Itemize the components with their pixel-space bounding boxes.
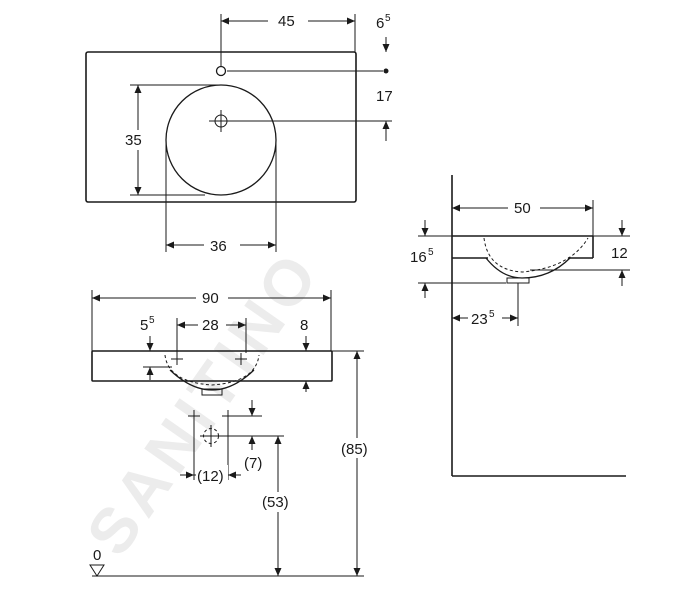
- basin-front-outline: [91, 350, 333, 382]
- side-view: 50 16 5 12 23 5: [410, 175, 630, 477]
- dim-8-label: 8: [300, 317, 308, 334]
- top-view: 45 6 5 17 35 36: [85, 10, 393, 255]
- bowl-side-curve: [485, 257, 571, 279]
- tap-hole-circle: [215, 65, 227, 77]
- front-view: 90 28 5 5 8 (12): [89, 288, 377, 577]
- dim-36-label: 36: [210, 238, 227, 255]
- watermark: SANITINO: [72, 237, 334, 568]
- bowl-front-curve: [169, 369, 255, 391]
- dim-35-label: 35: [125, 132, 142, 149]
- dim-5-label: 5: [140, 317, 148, 334]
- dim-50-label: 50: [514, 200, 531, 217]
- dim-7-label: (7): [244, 455, 262, 472]
- dim-12-side-label: 12: [611, 245, 628, 262]
- dim-23-label: 23: [471, 311, 488, 328]
- dim-6-label: 6: [376, 15, 384, 32]
- dim-85-label: (85): [341, 441, 368, 458]
- dim-16-label: 16: [410, 249, 427, 266]
- dim-6-sup: 5: [385, 13, 391, 24]
- dim-23-sup: 5: [489, 309, 495, 320]
- dim-90-label: 90: [202, 290, 219, 307]
- dim-45-label: 45: [278, 13, 295, 30]
- dim-16-sup: 5: [428, 247, 434, 258]
- floor-datum-label: 0: [93, 547, 101, 564]
- dim-5-sup: 5: [149, 315, 155, 326]
- dim-28-label: 28: [202, 317, 219, 334]
- datum-triangle: [89, 564, 105, 577]
- dim-53-label: (53): [262, 494, 289, 511]
- dim-12-label: (12): [197, 468, 224, 485]
- dim-17-label: 17: [376, 88, 393, 105]
- bowl-circle: [165, 84, 277, 196]
